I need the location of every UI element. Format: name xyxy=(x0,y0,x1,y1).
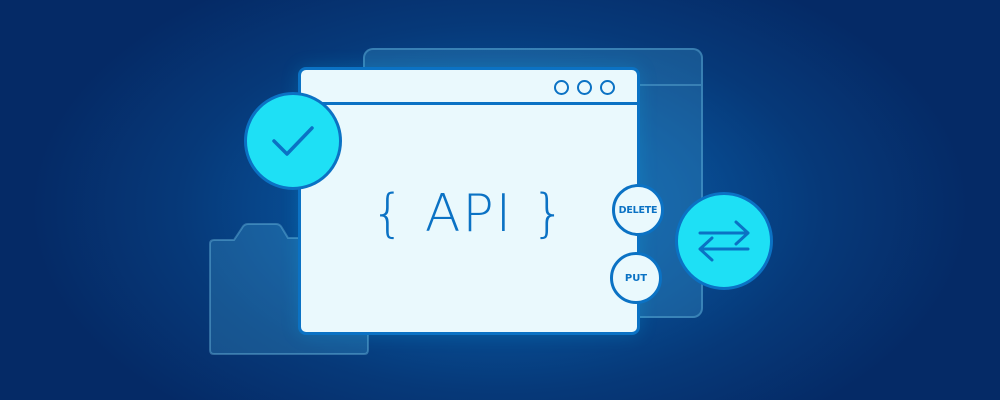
checkmark-badge xyxy=(244,92,342,190)
put-method-badge: PUT xyxy=(610,252,662,304)
delete-method-badge: DELETE xyxy=(612,184,664,236)
browser-title-bar-divider xyxy=(301,102,637,105)
window-dot xyxy=(577,80,592,95)
api-label: { API } xyxy=(371,184,567,244)
arrows-exchange-icon xyxy=(698,220,750,262)
window-dot xyxy=(554,80,569,95)
api-browser-window: { API } xyxy=(298,67,640,335)
window-dot xyxy=(600,80,615,95)
three-dots-icon xyxy=(554,80,615,95)
exchange-badge xyxy=(675,192,773,290)
checkmark-icon xyxy=(272,126,314,156)
